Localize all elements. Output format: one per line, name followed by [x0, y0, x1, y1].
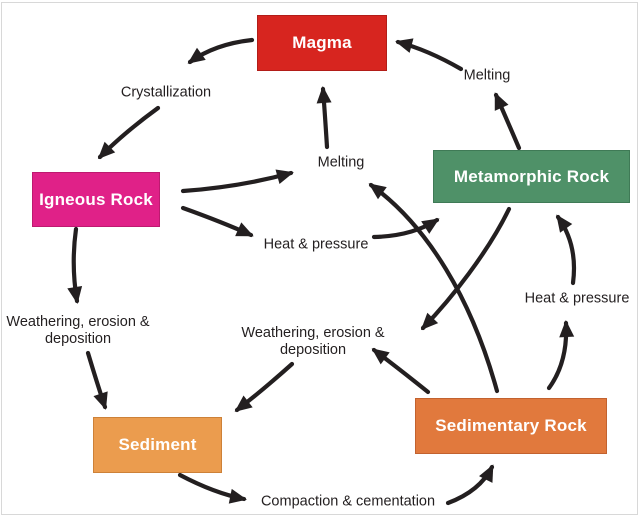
edge-label-melting-top-right: Melting	[463, 67, 511, 84]
node-igneous-rock: Igneous Rock	[32, 172, 160, 227]
node-sedimentary-rock: Sedimentary Rock	[415, 398, 607, 454]
node-label-magma: Magma	[292, 33, 352, 52]
node-label-sediment: Sediment	[118, 435, 197, 454]
arrow-weathering-left-to-sediment	[85, 350, 108, 410]
arrow-metamorphic-to-weathering-center	[420, 206, 512, 331]
node-sediment: Sediment	[93, 417, 222, 473]
arrow-sedimentary-to-heat-pressure-right	[546, 320, 575, 391]
node-label-igneous-rock: Igneous Rock	[39, 189, 153, 209]
node-label-metamorphic-rock: Metamorphic Rock	[453, 166, 610, 186]
arrow-melting-center-to-magma	[316, 86, 332, 150]
edge-label-weathering-left: Weathering, erosion & deposition	[6, 314, 150, 347]
arrow-igneous-to-melting-center	[180, 169, 294, 194]
arrow-igneous-to-heat-pressure-center	[180, 205, 254, 238]
arrow-heat-pressure-right-to-metamorphic	[555, 214, 577, 286]
edge-label-crystallization: Crystallization	[120, 84, 212, 101]
arrow-melting-top-right-to-magma	[395, 38, 464, 72]
arrow-heat-pressure-center-to-metamorphic	[371, 217, 440, 240]
arrow-sedimentary-to-melting-center	[368, 182, 500, 394]
arrow-metamorphic-to-melting-top-right	[493, 92, 522, 151]
arrow-igneous-to-weathering-left	[67, 226, 83, 304]
edge-label-heat-pressure-right: Heat & pressure	[524, 290, 630, 307]
edge-label-melting-center: Melting	[317, 154, 365, 171]
node-metamorphic-rock: Metamorphic Rock	[433, 150, 630, 203]
arrow-magma-to-crystallization	[187, 37, 255, 65]
node-magma: Magma	[257, 15, 387, 71]
arrow-sedimentary-to-weathering-center	[371, 347, 431, 395]
node-label-sedimentary-rock: Sedimentary Rock	[435, 416, 587, 435]
edge-label-heat-pressure-center: Heat & pressure	[263, 236, 369, 253]
arrow-compaction-to-sedimentary	[445, 464, 495, 506]
edge-label-weathering-center: Weathering, erosion & deposition	[241, 325, 385, 358]
edge-label-compaction: Compaction & cementation	[260, 493, 436, 510]
arrow-crystallization-to-igneous	[97, 105, 161, 160]
arrow-weathering-center-to-sediment	[234, 361, 295, 413]
arrow-sediment-to-compaction	[177, 472, 247, 504]
